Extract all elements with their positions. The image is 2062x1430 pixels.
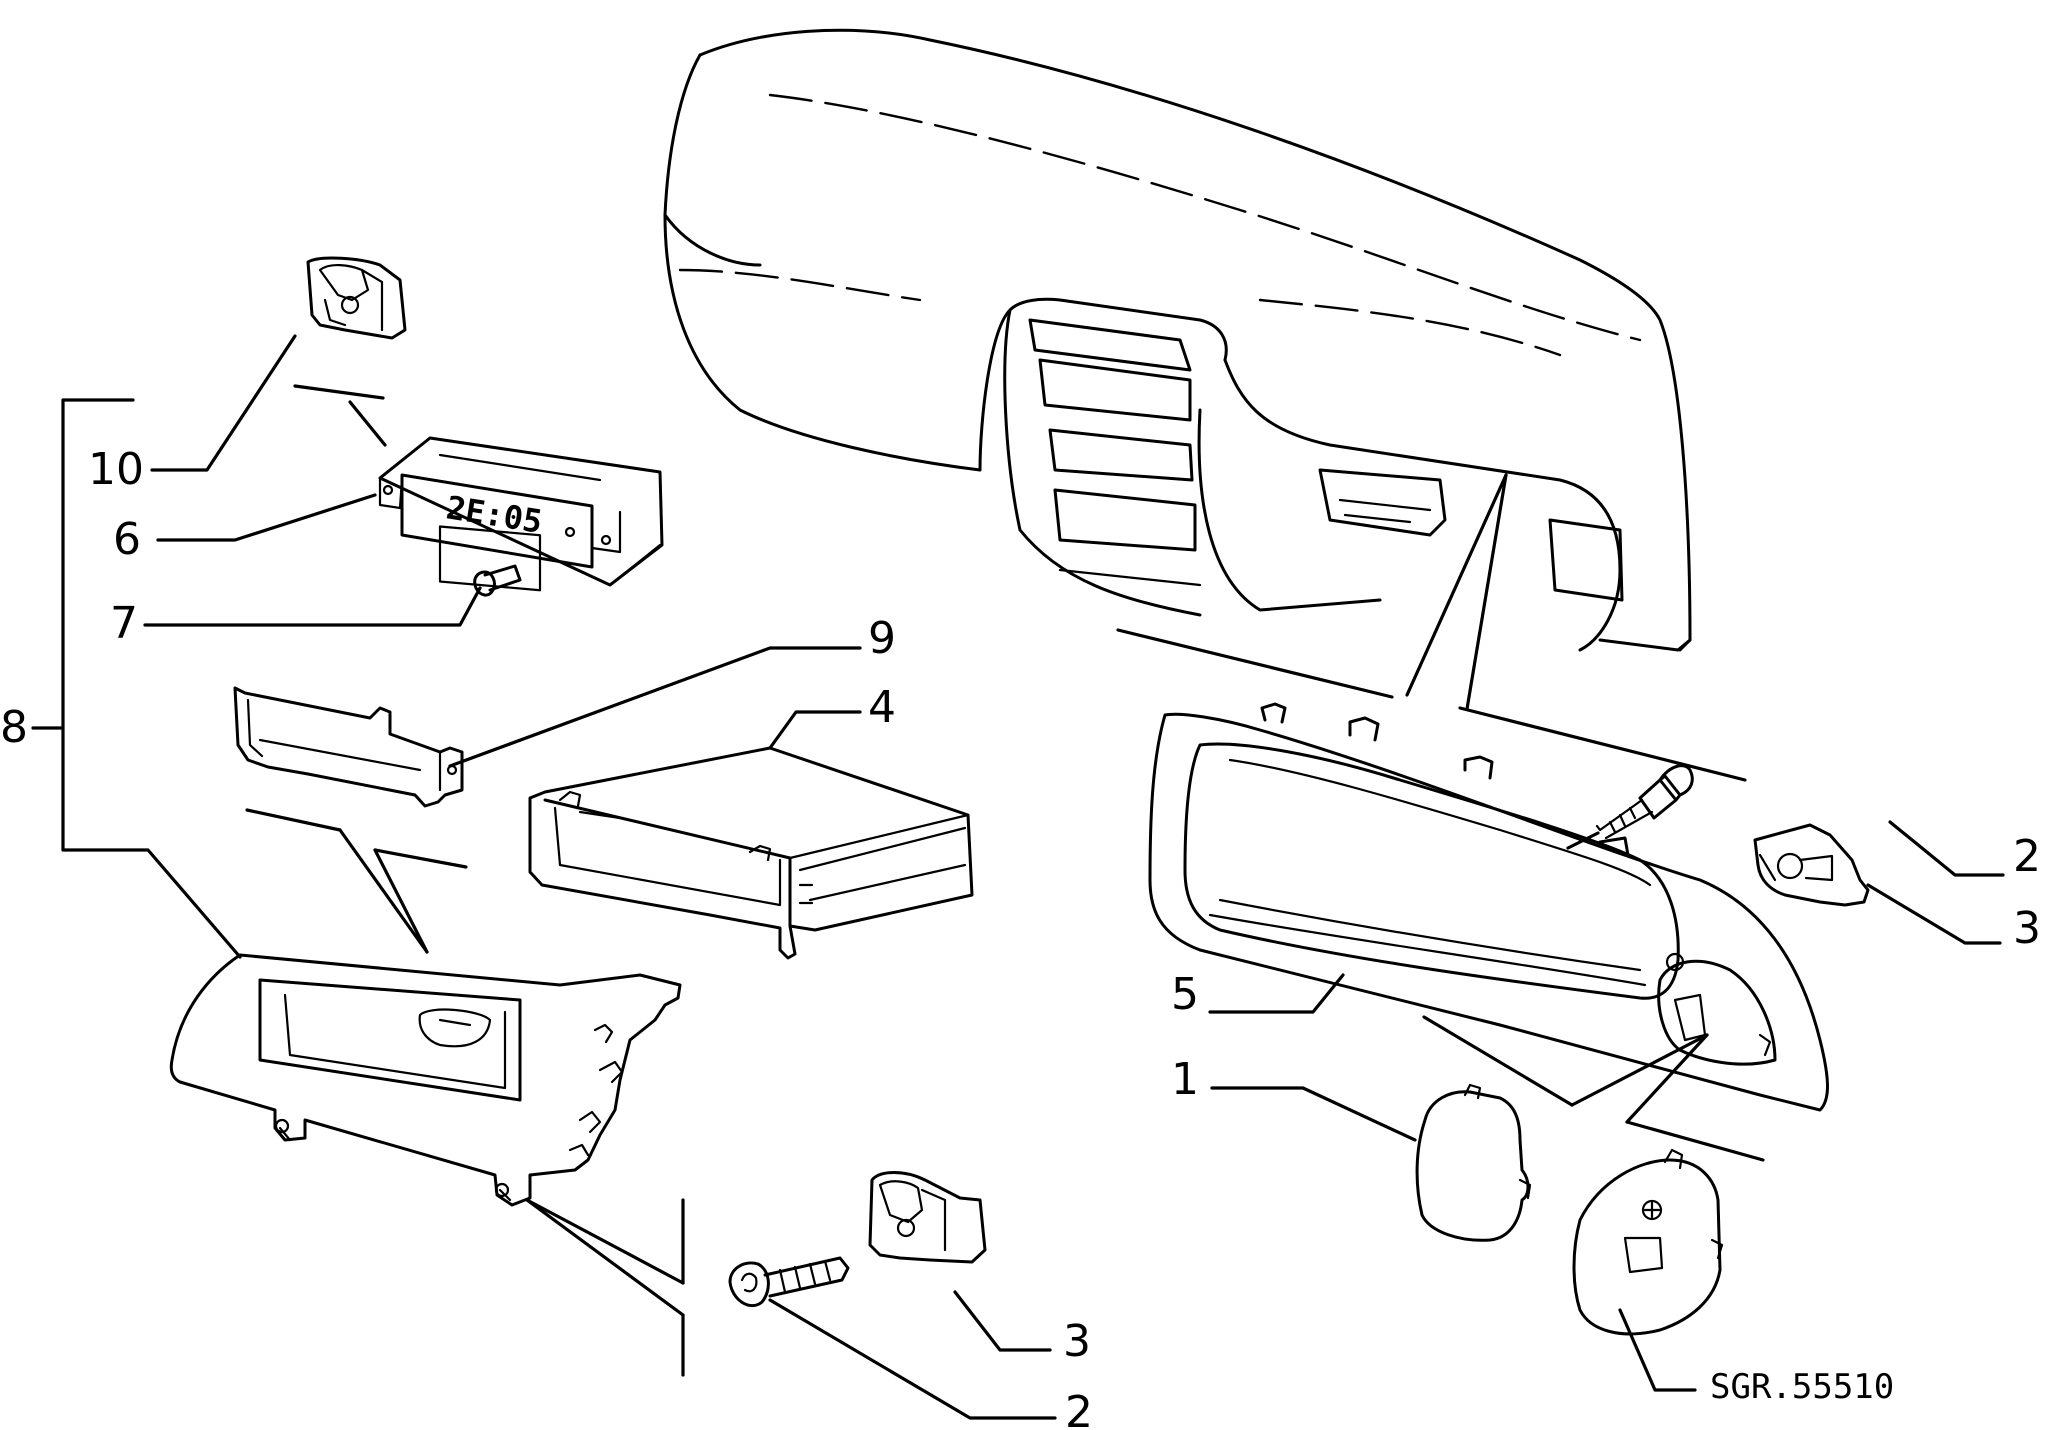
callout-3-right: 3 (2013, 903, 2041, 954)
clip-10 (306, 256, 407, 340)
callout-4: 4 (868, 682, 896, 733)
instrument-cluster-bezel (1148, 702, 1829, 1112)
callout-leaders (31, 334, 2005, 1420)
callout-9: 9 (868, 613, 896, 664)
callout-3-bottom: 3 (1063, 1316, 1091, 1367)
center-pocket (169, 953, 682, 1207)
callout-1: 1 (1171, 1054, 1199, 1105)
screw-right (1566, 764, 1694, 850)
switch-panel (1572, 1148, 1724, 1336)
left-guide-lines (245, 384, 685, 1377)
callout-2-bottom: 2 (1065, 1387, 1093, 1430)
callout-10: 10 (88, 444, 144, 495)
radio-housing (528, 746, 974, 960)
clip-bottom (868, 1171, 987, 1264)
screw-bottom (728, 1256, 850, 1308)
screw-7 (473, 564, 522, 597)
callout-5: 5 (1171, 969, 1199, 1020)
reference-code: SGR.55510 (1710, 1367, 1894, 1407)
callout-6: 6 (113, 514, 141, 565)
callout-labels: 10 6 7 8 9 4 3 2 2 3 5 1 SGR.55510 (0, 444, 2041, 1430)
dashboard (663, 28, 1692, 652)
clock-unit: 2E:05 (378, 436, 664, 592)
assembly-guide-lines (1116, 473, 1765, 1162)
bezel-cover (1415, 1083, 1532, 1242)
clip-right (1753, 823, 1870, 907)
callout-8: 8 (0, 702, 28, 753)
bracket-9 (233, 686, 464, 808)
callout-7: 7 (110, 598, 138, 649)
callout-2-right: 2 (2013, 831, 2041, 882)
